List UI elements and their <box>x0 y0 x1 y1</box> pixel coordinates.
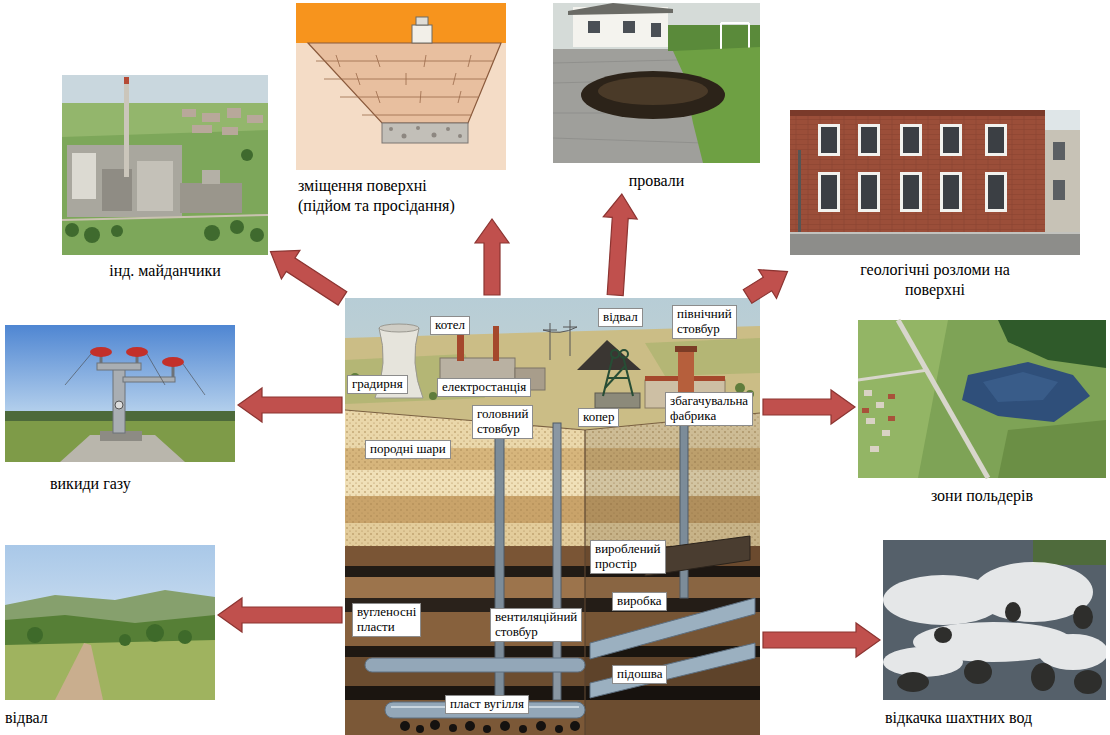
block-arrow <box>218 598 342 632</box>
photo-caption: зони польдерів <box>858 486 1106 506</box>
photo-panel: провали <box>553 3 760 191</box>
part-label: пласт вугілля <box>445 695 529 714</box>
block-arrow <box>603 194 637 296</box>
part-label: вугленосні пласти <box>352 603 421 637</box>
photo-panel: зони польдерів <box>858 320 1106 506</box>
photo-caption: інд. майданчики <box>62 261 268 281</box>
photo-panel: відвал <box>5 545 215 728</box>
part-label: породні шари <box>365 440 451 459</box>
part-label: головний стовбур <box>472 405 533 439</box>
photo-panel: зміщення поверхні (підйом та просідання) <box>296 3 506 216</box>
block-arrow <box>475 219 509 295</box>
part-label: відвал <box>598 308 643 327</box>
label-text: вироблений простір <box>595 542 661 572</box>
label-text: копер <box>583 410 614 425</box>
photo-caption: відкачка шахтних вод <box>883 708 1106 728</box>
label-text: градирня <box>352 377 403 392</box>
label-text: електростанція <box>442 380 526 395</box>
part-label: вентиляційний стовбур <box>490 608 582 642</box>
block-arrow <box>271 250 347 305</box>
spoil-heap-photo <box>5 545 215 700</box>
block-arrow <box>763 390 855 424</box>
photo-panel: інд. майданчики <box>62 75 268 281</box>
label-text: вентиляційний стовбур <box>495 610 577 640</box>
label-text: котел <box>435 318 465 333</box>
mine-illustration <box>345 298 760 735</box>
part-label: північний стовбур <box>672 305 737 339</box>
part-label: котел <box>430 316 470 335</box>
part-label: градирня <box>347 375 408 394</box>
part-label: збагачувальна фабрика <box>665 392 753 426</box>
mine-cross-section: котел відвал північний стовбур градирня елек… <box>345 298 760 735</box>
mine-water-photo <box>883 540 1108 700</box>
polder-aerial-photo <box>858 320 1106 478</box>
photo-panel: відкачка шахтних вод <box>883 540 1106 728</box>
photo-panel: геологічні розломи на поверхні <box>790 110 1080 300</box>
part-label: вироблений простір <box>590 540 666 574</box>
label-text: виробка <box>617 594 662 609</box>
photo-panel: викиди газу <box>5 325 235 494</box>
label-text: збагачувальна фабрика <box>670 394 748 424</box>
label-text: відвал <box>603 310 638 325</box>
subsidence-sketch <box>296 3 506 170</box>
photo-caption: зміщення поверхні (підйом та просідання) <box>296 176 468 216</box>
part-label: копер <box>578 408 619 427</box>
photo-caption: відвал <box>5 708 215 728</box>
photo-caption: геологічні розломи на поверхні <box>845 260 1025 300</box>
part-label: підошва <box>612 665 667 684</box>
block-arrow <box>743 270 787 304</box>
part-label: електростанція <box>437 378 531 397</box>
label-text: підошва <box>617 667 662 682</box>
label-text: пласт вугілля <box>450 697 524 712</box>
block-arrow <box>763 623 880 657</box>
sinkhole-photo <box>553 3 760 163</box>
label-text: північний стовбур <box>677 307 732 337</box>
gas-vent-photo <box>5 325 235 462</box>
photo-caption: викиди газу <box>5 474 235 494</box>
photo-caption: провали <box>553 171 760 191</box>
part-label: виробка <box>612 592 667 611</box>
industrial-site-photo <box>62 75 268 255</box>
label-text: породні шари <box>370 442 446 457</box>
block-arrow <box>238 388 342 422</box>
fault-building-photo <box>790 110 1080 255</box>
label-text: головний стовбур <box>477 407 528 437</box>
label-text: вугленосні пласти <box>357 605 416 635</box>
